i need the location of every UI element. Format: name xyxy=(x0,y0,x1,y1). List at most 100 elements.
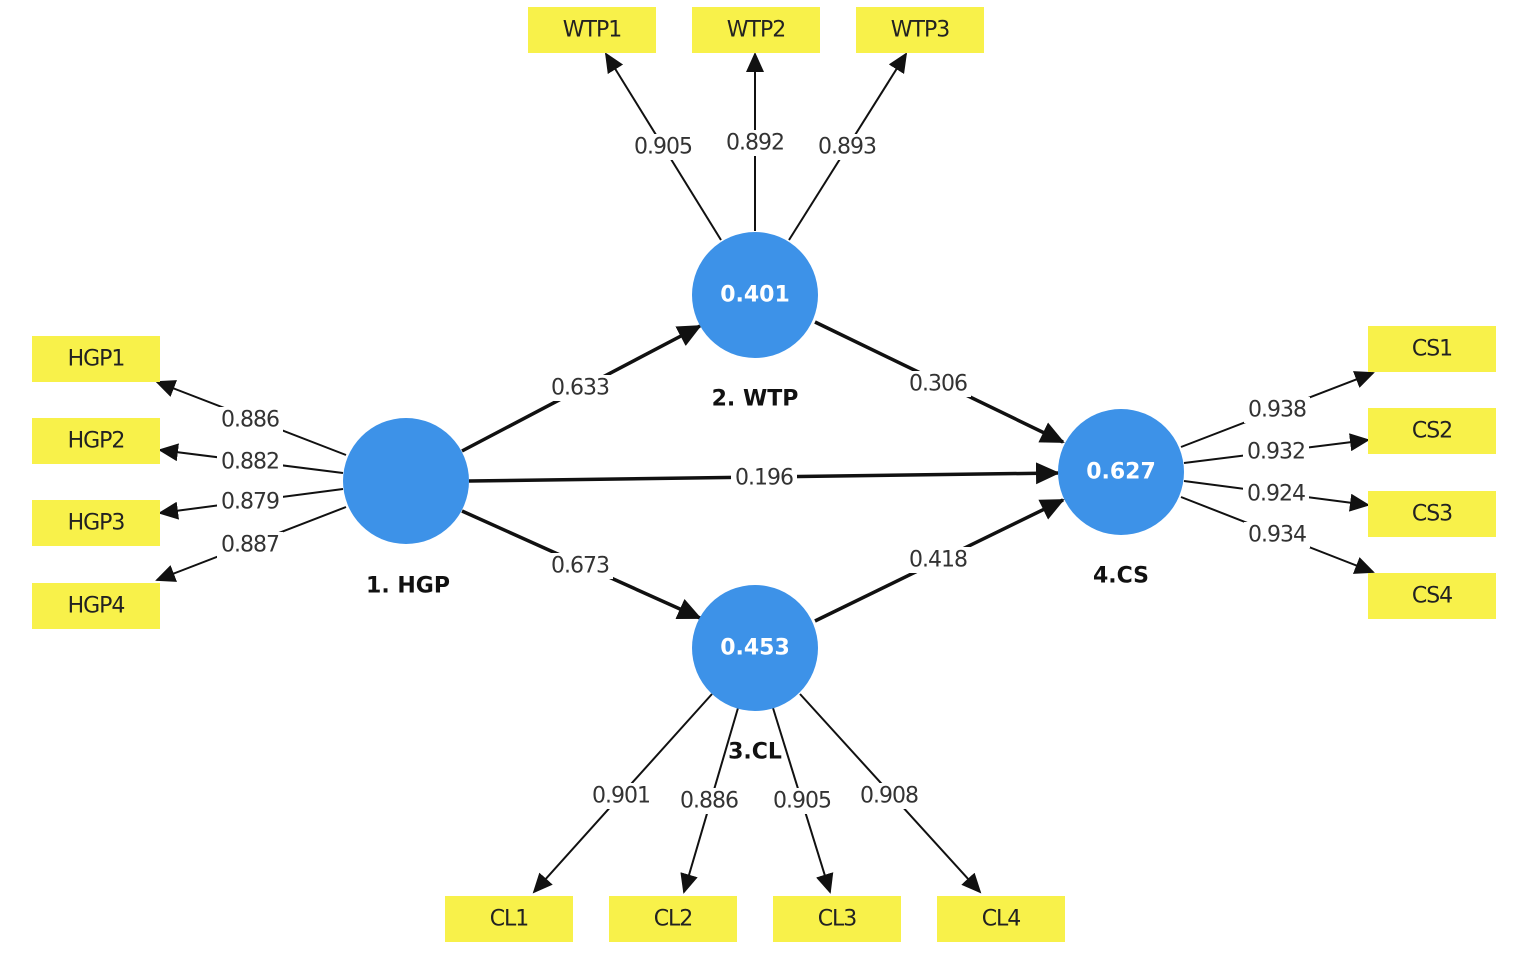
indicator-label: CL3 xyxy=(818,907,857,932)
loading-label-hgp3-bg xyxy=(217,489,283,515)
loading-label-hgp1: 0.886 xyxy=(221,408,279,433)
loading-label-cs1: 0.938 xyxy=(1248,398,1306,423)
loading-label-hgp4: 0.887 xyxy=(221,533,279,558)
path-coef-cl-cs-bg xyxy=(905,547,971,573)
indicator-box xyxy=(856,7,984,53)
latent-wtp[interactable]: 0.401 2. WTP xyxy=(692,232,818,412)
latent-name: 2. WTP xyxy=(712,387,799,412)
indicator-hgp2[interactable]: HGP2 xyxy=(32,418,160,464)
indicator-cl2[interactable]: CL2 xyxy=(609,896,737,942)
latent-name: 3.CL xyxy=(728,740,782,765)
loading-label-cs4: 0.934 xyxy=(1248,523,1306,548)
loading-label-cl1: 0.901 xyxy=(592,784,650,809)
indicator-label: HGP4 xyxy=(68,594,125,619)
loading-label-wtp2: 0.892 xyxy=(726,131,784,156)
loading-label-cs4-bg xyxy=(1244,522,1310,548)
indicator-wtp1[interactable]: WTP1 xyxy=(528,7,656,53)
latent-cl[interactable]: 0.453 3.CL xyxy=(692,585,818,765)
indicator-hgp4[interactable]: HGP4 xyxy=(32,583,160,629)
loading-label-cl3: 0.905 xyxy=(773,789,831,814)
loading-label-hgp2-bg xyxy=(217,449,283,475)
indicator-box xyxy=(1368,491,1496,537)
path-coef-cl-cs: 0.418 xyxy=(909,548,967,573)
loading-label-wtp3-bg xyxy=(814,134,880,160)
loading-label-cs3-bg xyxy=(1243,481,1309,507)
indicator-box xyxy=(692,7,820,53)
indicator-label: CS1 xyxy=(1412,337,1452,362)
latent-name: 1. HGP xyxy=(366,574,450,599)
indicator-box xyxy=(609,896,737,942)
indicator-label: WTP3 xyxy=(891,18,949,43)
loading-label-hgp1-bg xyxy=(217,407,283,433)
indicator-label: CS3 xyxy=(1412,502,1452,527)
loading-label-cl2: 0.886 xyxy=(680,789,738,814)
indicator-cs4[interactable]: CS4 xyxy=(1368,573,1496,619)
indicator-cl1[interactable]: CL1 xyxy=(445,896,573,942)
indicator-label: CS4 xyxy=(1412,584,1452,609)
indicator-box xyxy=(528,7,656,53)
indicator-box xyxy=(32,418,160,464)
path-coef-hgp-wtp: 0.633 xyxy=(551,376,609,401)
indicator-box xyxy=(1368,326,1496,372)
indicator-wtp3[interactable]: WTP3 xyxy=(856,7,984,53)
indicator-cs2[interactable]: CS2 xyxy=(1368,408,1496,454)
loading-label-cl2-bg xyxy=(676,788,742,814)
indicator-box xyxy=(445,896,573,942)
indicator-box xyxy=(32,500,160,546)
indicator-label: WTP1 xyxy=(563,18,621,43)
latent-circle xyxy=(343,418,469,544)
loading-label-cl1-bg xyxy=(588,783,654,809)
indicator-label: HGP2 xyxy=(68,429,125,454)
indicator-box xyxy=(773,896,901,942)
latent-r2-value: 0.627 xyxy=(1086,460,1156,485)
loading-label-cl4: 0.908 xyxy=(860,784,918,809)
path-coef-wtp-cs: 0.306 xyxy=(909,372,967,397)
indicator-wtp2[interactable]: WTP2 xyxy=(692,7,820,53)
loading-label-cl3-bg xyxy=(769,788,835,814)
path-coef-hgp-cs-bg xyxy=(731,465,797,491)
indicator-cs3[interactable]: CS3 xyxy=(1368,491,1496,537)
loading-label-hgp3: 0.879 xyxy=(221,490,279,515)
indicator-label: CL2 xyxy=(654,907,693,932)
latent-r2-value: 0.453 xyxy=(720,636,790,661)
indicator-label: HGP3 xyxy=(68,511,125,536)
loading-label-hgp2: 0.882 xyxy=(221,450,279,475)
path-coef-wtp-cs-bg xyxy=(905,371,971,397)
indicator-hgp1[interactable]: HGP1 xyxy=(32,336,160,382)
path-coef-hgp-cl: 0.673 xyxy=(551,554,609,579)
loading-label-hgp4-bg xyxy=(217,532,283,558)
indicator-box xyxy=(32,336,160,382)
latent-circle xyxy=(692,585,818,711)
loading-label-cs3: 0.924 xyxy=(1247,482,1305,507)
loading-label-cl4-bg xyxy=(856,783,922,809)
indicator-label: CL1 xyxy=(490,907,529,932)
loading-label-cs2-bg xyxy=(1243,439,1309,465)
latent-name: 4.CS xyxy=(1093,564,1149,589)
path-coef-hgp-cl-bg xyxy=(547,553,613,579)
indicator-hgp3[interactable]: HGP3 xyxy=(32,500,160,546)
latent-r2-value: 0.401 xyxy=(720,283,790,308)
indicator-label: HGP1 xyxy=(68,347,125,372)
loading-label-wtp1: 0.905 xyxy=(634,135,692,160)
loading-label-cs1-bg xyxy=(1244,397,1310,423)
loading-label-cs2: 0.932 xyxy=(1247,440,1305,465)
indicator-cs1[interactable]: CS1 xyxy=(1368,326,1496,372)
indicator-box xyxy=(1368,408,1496,454)
edge-labels-layer: 0.905 0.892 0.893 0.886 0.882 0.879 0.887 0.938… xyxy=(217,130,1310,814)
indicator-cl3[interactable]: CL3 xyxy=(773,896,901,942)
indicator-box xyxy=(1368,573,1496,619)
indicator-box xyxy=(32,583,160,629)
loading-label-wtp3: 0.893 xyxy=(818,135,876,160)
indicator-cl4[interactable]: CL4 xyxy=(937,896,1065,942)
latent-circle xyxy=(692,232,818,358)
latent-cs[interactable]: 0.627 4.CS xyxy=(1058,409,1184,589)
loading-label-wtp2-bg xyxy=(722,130,788,156)
indicator-box xyxy=(937,896,1065,942)
latent-hgp[interactable]: 1. HGP xyxy=(343,418,469,599)
loading-label-wtp1-bg xyxy=(630,134,696,160)
latent-circle xyxy=(1058,409,1184,535)
indicator-label: CS2 xyxy=(1412,419,1452,444)
path-coef-hgp-wtp-bg xyxy=(547,375,613,401)
path-coef-hgp-cs: 0.196 xyxy=(735,466,793,491)
